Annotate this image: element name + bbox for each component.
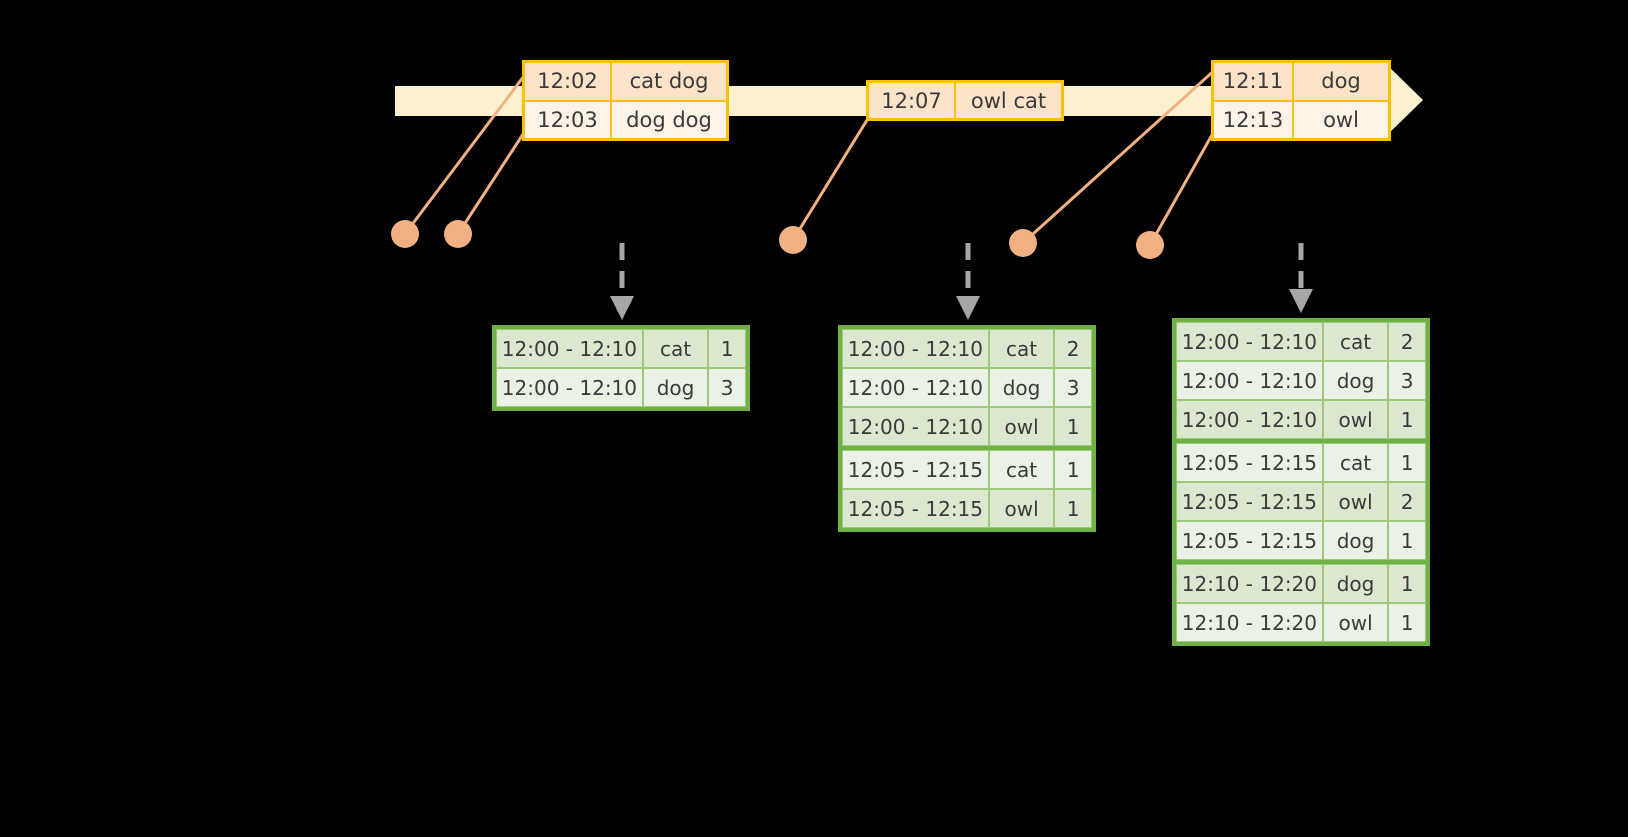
cell-word: owl	[1322, 400, 1389, 439]
event-row: 12:07 owl cat	[869, 83, 1061, 118]
cell-window: 12:00 - 12:10	[1176, 322, 1323, 361]
cell-count: 1	[1054, 489, 1092, 528]
dashed-arrow-head-1	[610, 296, 634, 320]
event-group-1[interactable]: 12:02 cat dog 12:03 dog dog	[522, 60, 729, 141]
event-time: 12:03	[525, 101, 612, 138]
cell-window: 12:10 - 12:20	[1176, 603, 1323, 642]
cell-count: 1	[1054, 407, 1092, 446]
connector-dot-4	[1009, 229, 1037, 257]
cell-word: dog	[1322, 564, 1389, 603]
event-words: owl cat	[956, 83, 1061, 118]
cell-word: cat	[988, 450, 1055, 489]
cell-word: cat	[1322, 443, 1389, 482]
connector-dot-5	[1136, 231, 1164, 259]
event-row: 12:11 dog	[1214, 63, 1388, 100]
cell-word: owl	[1322, 482, 1389, 521]
cell-count: 2	[1388, 322, 1426, 361]
cell-count: 1	[1388, 521, 1426, 560]
cell-word: cat	[1322, 322, 1389, 361]
event-group-3[interactable]: 12:11 dog 12:13 owl	[1211, 60, 1391, 141]
cell-window: 12:05 - 12:15	[842, 450, 989, 489]
cell-window: 12:00 - 12:10	[1176, 361, 1323, 400]
event-time: 12:07	[869, 83, 956, 118]
cell-window: 12:05 - 12:15	[842, 489, 989, 528]
cell-window: 12:05 - 12:15	[1176, 521, 1323, 560]
cell-word: cat	[988, 329, 1055, 368]
cell-word: dog	[1322, 521, 1389, 560]
cell-window: 12:00 - 12:10	[842, 407, 989, 446]
cell-window: 12:05 - 12:15	[1176, 443, 1323, 482]
event-group-2[interactable]: 12:07 owl cat	[866, 80, 1064, 121]
event-words: owl	[1294, 101, 1388, 138]
cell-word: dog	[1322, 361, 1389, 400]
cell-window: 12:00 - 12:10	[496, 368, 643, 407]
event-row: 12:13 owl	[1214, 99, 1388, 138]
event-time: 12:11	[1214, 63, 1294, 100]
cell-count: 1	[1054, 450, 1092, 489]
event-words: dog	[1294, 63, 1388, 100]
event-time: 12:13	[1214, 101, 1294, 138]
connector-dot-2	[444, 220, 472, 248]
cell-word: owl	[988, 489, 1055, 528]
cell-count: 3	[708, 368, 746, 407]
cell-count: 1	[1388, 603, 1426, 642]
cell-window: 12:10 - 12:20	[1176, 564, 1323, 603]
cell-word: dog	[642, 368, 709, 407]
timeline-arrow-head-icon	[1385, 63, 1423, 137]
cell-count: 3	[1388, 361, 1426, 400]
event-row: 12:03 dog dog	[525, 99, 726, 138]
cell-word: dog	[988, 368, 1055, 407]
event-words: dog dog	[612, 101, 726, 138]
event-time: 12:02	[525, 63, 612, 100]
cell-word: owl	[1322, 603, 1389, 642]
dashed-arrow-head-2	[956, 296, 980, 320]
cell-word: cat	[642, 329, 709, 368]
cell-window: 12:00 - 12:10	[842, 368, 989, 407]
cell-word: owl	[988, 407, 1055, 446]
cell-window: 12:00 - 12:10	[842, 329, 989, 368]
event-row: 12:02 cat dog	[525, 63, 726, 100]
event-words: cat dog	[612, 63, 726, 100]
cell-window: 12:05 - 12:15	[1176, 482, 1323, 521]
cell-count: 1	[1388, 400, 1426, 439]
cell-count: 1	[708, 329, 746, 368]
dashed-arrow-head-3	[1289, 289, 1313, 313]
connector-dot-1	[391, 220, 419, 248]
connector-dot-3	[779, 226, 807, 254]
cell-count: 1	[1388, 564, 1426, 603]
cell-window: 12:00 - 12:10	[1176, 400, 1323, 439]
cell-window: 12:00 - 12:10	[496, 329, 643, 368]
cell-count: 3	[1054, 368, 1092, 407]
cell-count: 1	[1388, 443, 1426, 482]
cell-count: 2	[1054, 329, 1092, 368]
cell-count: 2	[1388, 482, 1426, 521]
